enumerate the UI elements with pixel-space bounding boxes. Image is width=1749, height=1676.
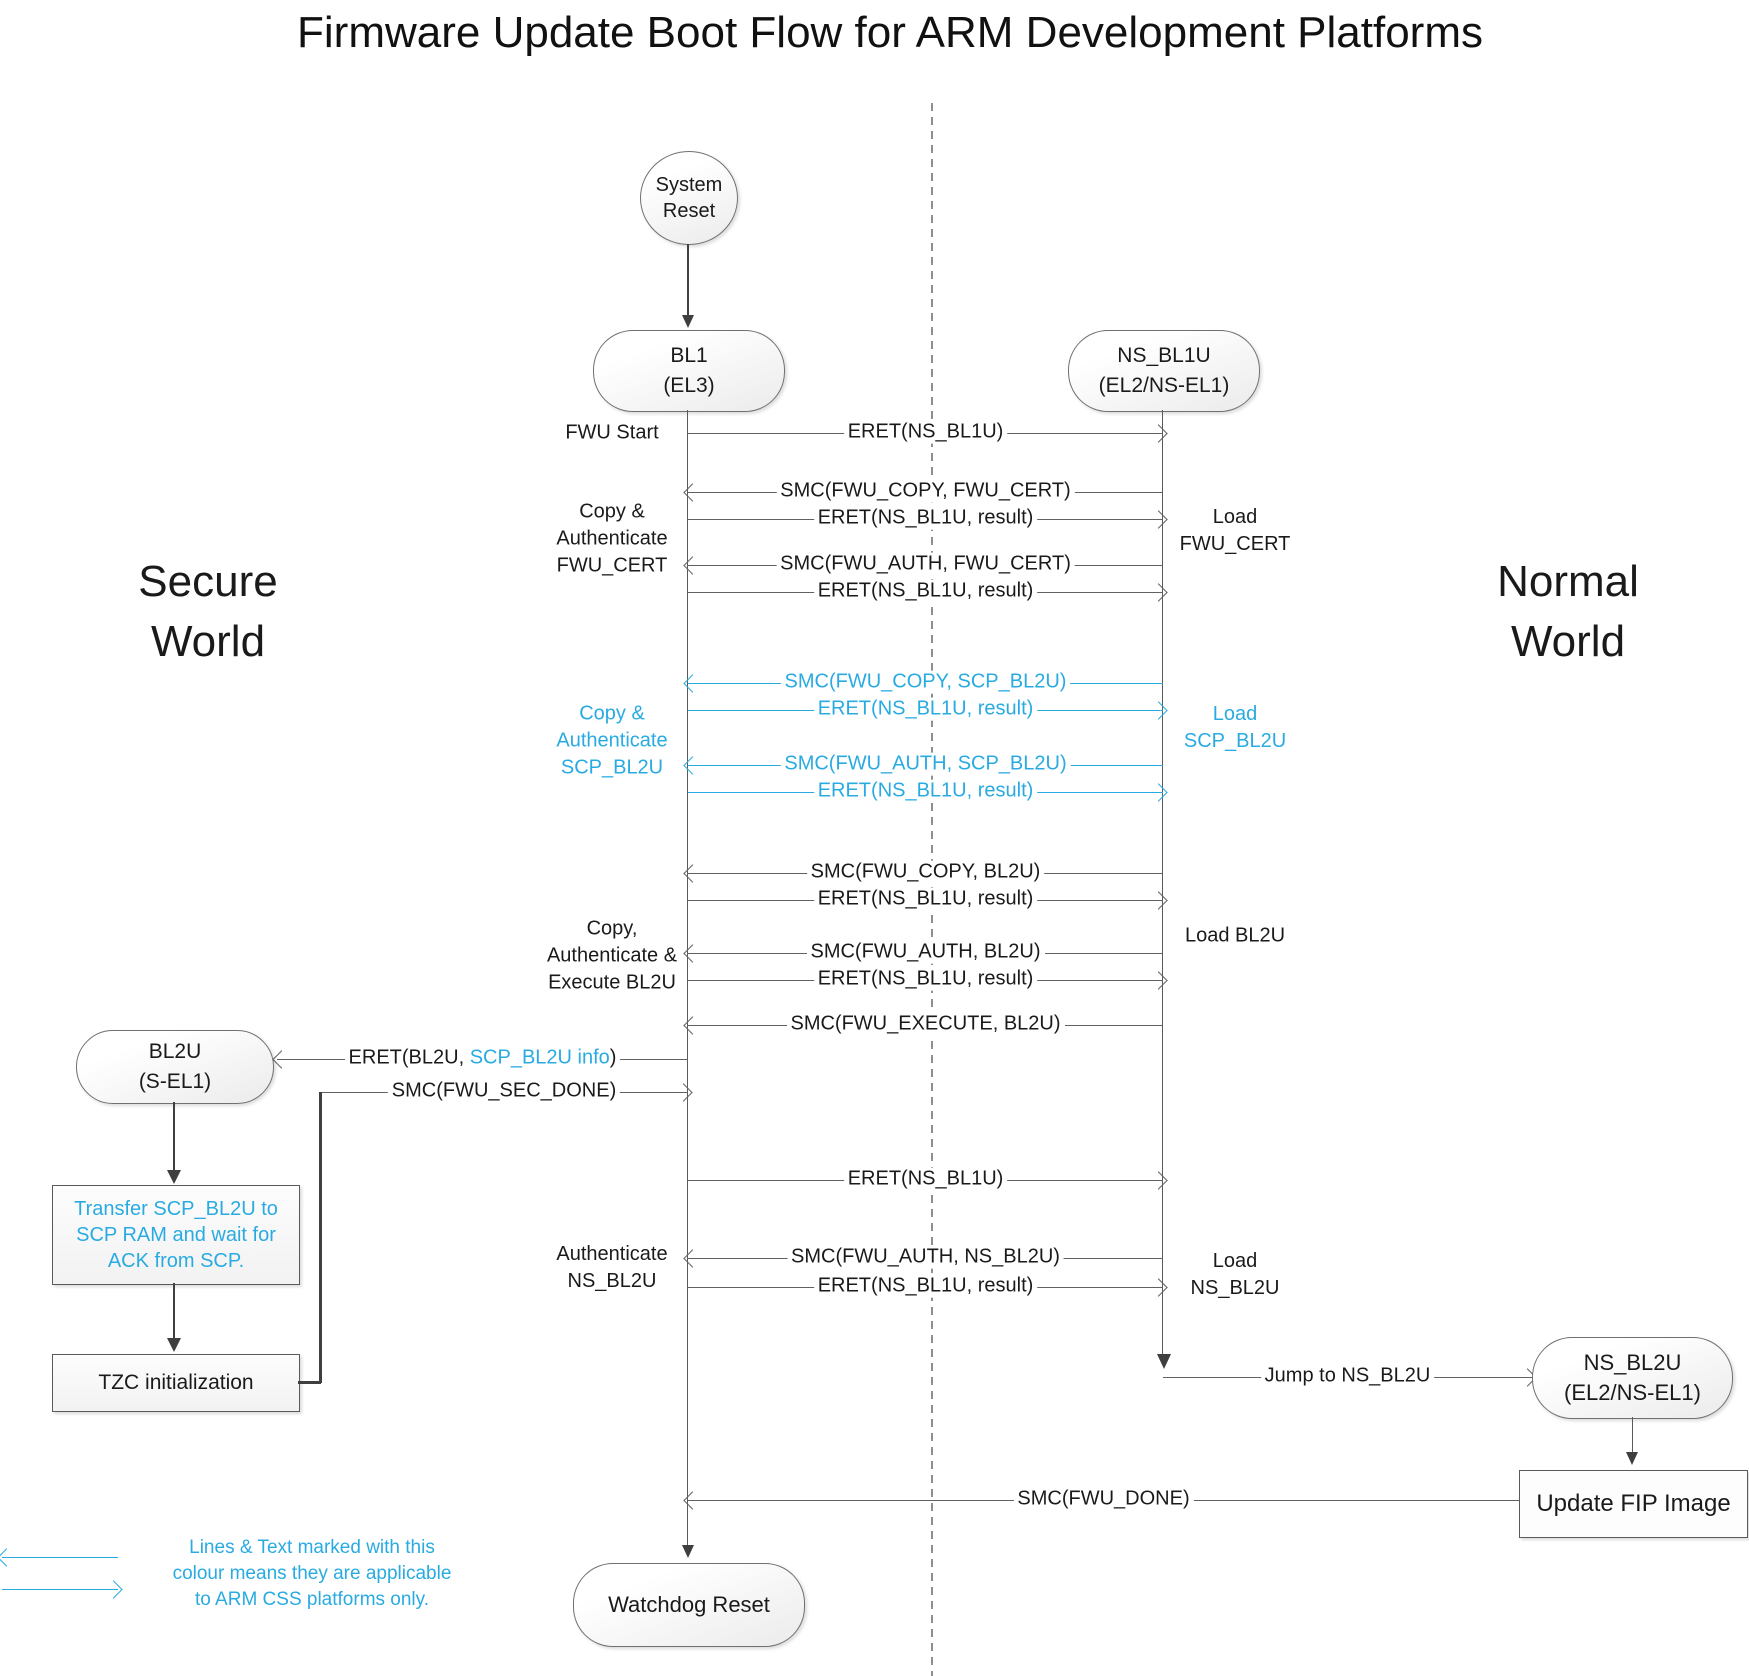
- arrowhead-right-icon: [1149, 891, 1168, 910]
- bl2u-to-transfer-line: [172, 1102, 176, 1172]
- ns-bl1u-lifeline: [1162, 410, 1164, 1354]
- arrowhead-left-icon: [683, 556, 702, 575]
- arrowhead-left-icon: [683, 1491, 702, 1510]
- arrowhead-left-icon: [0, 1548, 16, 1567]
- bl2u-node: BL2U (S-EL1): [76, 1030, 274, 1104]
- bl1-lifeline-end-arrowhead: [681, 1545, 694, 1558]
- label-fwu-start: FWU Start: [565, 421, 659, 444]
- tzc-connector-horizontal: [298, 1380, 321, 1384]
- label-load-bl2u: Load BL2U: [1184, 924, 1286, 947]
- message-smc-fwu-sec-done: SMC(FWU_SEC_DONE): [320, 1079, 693, 1103]
- transfer-to-tzc-arrowhead: [167, 1338, 181, 1352]
- arrowhead-right-icon: [1149, 583, 1168, 602]
- label-load-ns-bl2u: Load NS_BL2U: [1190, 1250, 1280, 1299]
- ns-bl2u-to-update-arrowhead: [1626, 1452, 1638, 1465]
- bl2u-to-transfer-arrowhead: [167, 1170, 181, 1184]
- arrowhead-right-icon: [1149, 971, 1168, 990]
- ns-bl1u-lifeline-end-arrowhead: [1156, 1354, 1171, 1369]
- message-label-mixed: ERET(BL2U, SCP_BL2U info): [344, 1046, 621, 1070]
- arrowhead-left-icon: [683, 1249, 702, 1268]
- message-eret-result-css: ERET(NS_BL1U, result): [688, 697, 1168, 721]
- message-eret-result: ERET(NS_BL1U, result): [688, 1274, 1168, 1298]
- message-eret-result: ERET(NS_BL1U, result): [688, 967, 1168, 991]
- legend-arrow-left: [0, 1548, 118, 1567]
- arrowhead-right-icon: [1149, 510, 1168, 529]
- label-copy-authenticate-fwu-cert: Copy & Authenticate FWU_CERT: [556, 500, 668, 577]
- message-smc-fwu-copy-fwu-cert: SMC(FWU_COPY, FWU_CERT): [683, 479, 1163, 503]
- message-smc-fwu-done: SMC(FWU_DONE): [683, 1487, 1519, 1511]
- message-smc-fwu-execute-bl2u: SMC(FWU_EXECUTE, BL2U): [683, 1012, 1163, 1036]
- message-smc-fwu-copy-bl2u: SMC(FWU_COPY, BL2U): [683, 860, 1163, 884]
- arrowhead-left-icon: [683, 1016, 702, 1035]
- message-jump-to-ns-bl2u: Jump to NS_BL2U: [1163, 1364, 1537, 1388]
- normal-world-label: Normal World: [1497, 557, 1639, 666]
- label-load-scp-bl2u: Load SCP_BL2U: [1183, 703, 1287, 752]
- arrowhead-right-icon: [674, 1083, 693, 1102]
- diagram-title: Firmware Update Boot Flow for ARM Develo…: [297, 8, 1483, 57]
- system-reset-node: System Reset: [640, 151, 738, 245]
- legend-note: Lines & Text marked with this colour mea…: [172, 1537, 452, 1610]
- message-smc-fwu-auth-ns-bl2u: SMC(FWU_AUTH, NS_BL2U): [683, 1245, 1163, 1269]
- arrowhead-left-icon: [683, 483, 702, 502]
- secure-world-label: Secure World: [138, 557, 278, 666]
- reset-to-bl1-line: [686, 244, 690, 315]
- message-eret-ns-bl1u: ERET(NS_BL1U): [688, 420, 1168, 444]
- message-smc-fwu-copy-scp-bl2u: SMC(FWU_COPY, SCP_BL2U): [683, 670, 1163, 694]
- legend-arrow-right: [2, 1580, 123, 1599]
- arrowhead-right-icon: [1149, 1171, 1168, 1190]
- message-eret-result: ERET(NS_BL1U, result): [688, 506, 1168, 530]
- label-load-fwu-cert: Load FWU_CERT: [1179, 506, 1291, 555]
- ns-bl2u-to-update-line: [1631, 1417, 1633, 1452]
- message-eret-ns-bl1u: ERET(NS_BL1U): [688, 1167, 1168, 1191]
- arrowhead-right-icon: [1149, 701, 1168, 720]
- transfer-to-tzc-line: [172, 1283, 176, 1338]
- message-smc-fwu-auth-scp-bl2u: SMC(FWU_AUTH, SCP_BL2U): [683, 752, 1163, 776]
- label-authenticate-ns-bl2u: Authenticate NS_BL2U: [556, 1243, 668, 1292]
- arrowhead-left-icon: [683, 674, 702, 693]
- message-eret-result: ERET(NS_BL1U, result): [688, 579, 1168, 603]
- tzc-connector-vertical: [318, 1092, 322, 1383]
- watchdog-reset-node: Watchdog Reset: [573, 1563, 805, 1647]
- ns-bl2u-node: NS_BL2U (EL2/NS-EL1): [1532, 1337, 1733, 1419]
- label-copy-authenticate-execute-bl2u: Copy, Authenticate & Execute BL2U: [546, 917, 678, 994]
- label-copy-authenticate-scp-bl2u: Copy & Authenticate SCP_BL2U: [556, 702, 668, 779]
- arrowhead-left-icon: [272, 1050, 291, 1069]
- bl1-lifeline: [687, 410, 689, 1545]
- arrowhead-right-icon: [1149, 1278, 1168, 1297]
- message-eret-result-css: ERET(NS_BL1U, result): [688, 779, 1168, 803]
- arrowhead-right-icon: [104, 1580, 123, 1599]
- arrowhead-left-icon: [683, 944, 702, 963]
- ns-bl1u-node: NS_BL1U (EL2/NS-EL1): [1068, 330, 1260, 412]
- arrowhead-left-icon: [683, 756, 702, 775]
- arrowhead-right-icon: [1149, 783, 1168, 802]
- message-eret-result: ERET(NS_BL1U, result): [688, 887, 1168, 911]
- reset-to-bl1-arrowhead: [681, 315, 694, 328]
- arrowhead-right-icon: [1149, 424, 1168, 443]
- update-fip-image-box: Update FIP Image: [1519, 1470, 1748, 1538]
- transfer-scp-bl2u-box: Transfer SCP_BL2U to SCP RAM and wait fo…: [52, 1185, 300, 1285]
- arrowhead-left-icon: [683, 864, 702, 883]
- tzc-initialization-box: TZC initialization: [52, 1354, 300, 1412]
- message-smc-fwu-auth-bl2u: SMC(FWU_AUTH, BL2U): [683, 940, 1163, 964]
- message-eret-bl2u: ERET(BL2U, SCP_BL2U info): [272, 1046, 688, 1070]
- message-smc-fwu-auth-fwu-cert: SMC(FWU_AUTH, FWU_CERT): [683, 552, 1163, 576]
- bl1-node: BL1 (EL3): [593, 330, 785, 412]
